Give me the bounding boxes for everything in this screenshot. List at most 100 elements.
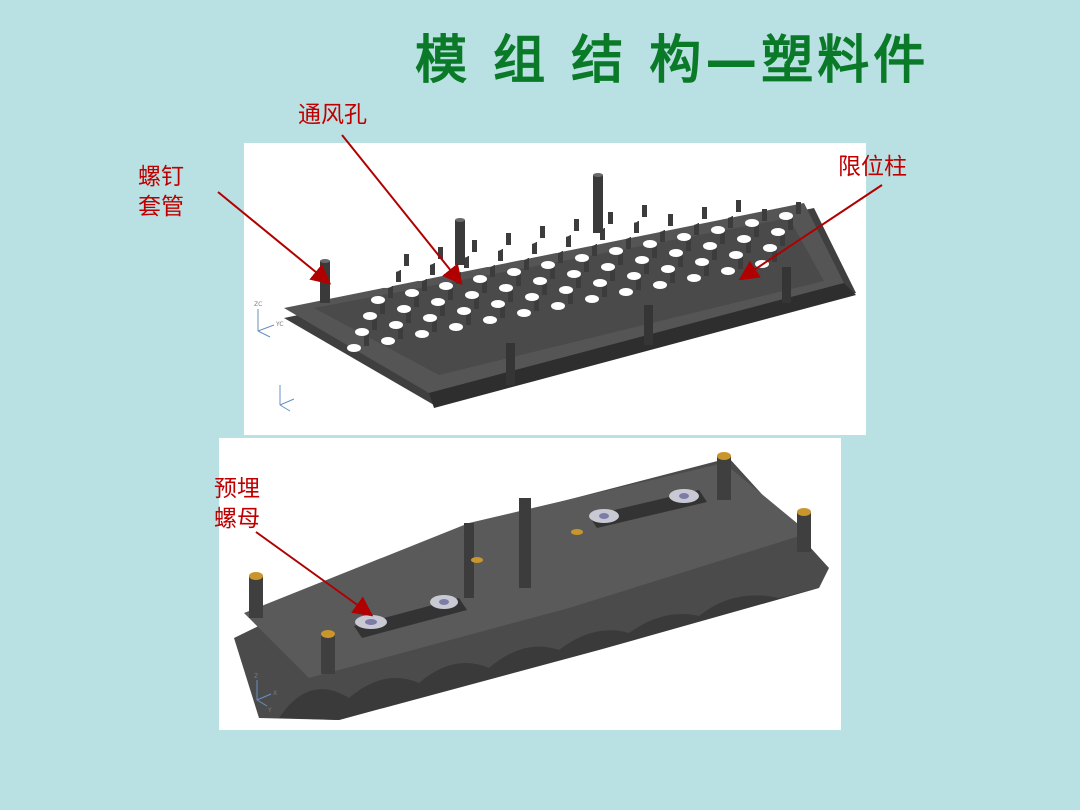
tall-post (593, 175, 603, 233)
label-screw-sleeve-line1: 螺钉 (138, 164, 184, 190)
label-screw-sleeve: 螺钉 套管 (138, 162, 184, 222)
center-post-top (455, 218, 465, 222)
page-title: 模 组 结 构—塑料件 (415, 31, 930, 91)
vent-hole (703, 242, 717, 250)
top-part-view: ZC YC (244, 143, 866, 435)
support-rib (754, 225, 759, 237)
frame-scalloped-edge (279, 588, 819, 720)
support-rib (398, 327, 403, 339)
vent-hole (669, 249, 683, 257)
support-rib (498, 249, 503, 261)
support-rib (610, 269, 615, 281)
support-rib (780, 234, 785, 246)
support-rib (474, 297, 479, 309)
plastic-frame-drawing: Z X Y (234, 452, 829, 720)
insert-mid (571, 529, 583, 535)
vent-hole (413, 273, 427, 281)
support-rib (542, 283, 547, 295)
support-rib (500, 306, 505, 318)
support-rib (550, 267, 555, 279)
vent-hole (541, 261, 555, 269)
limit-post-right (782, 267, 791, 303)
vent-hole (355, 328, 369, 336)
support-rib (702, 207, 707, 219)
support-rib (430, 263, 435, 275)
vent-hole (483, 316, 497, 324)
insert-left (249, 572, 263, 580)
vent-hole (695, 258, 709, 266)
vent-hole (549, 245, 563, 253)
vent-hole (499, 284, 513, 292)
support-rib (388, 286, 393, 298)
support-rib (678, 255, 683, 267)
support-rib (626, 237, 631, 249)
vent-hole (515, 252, 529, 260)
axis-label-yc: YC (275, 321, 284, 328)
support-rib (364, 334, 369, 346)
support-rib (642, 205, 647, 217)
support-rib (482, 281, 487, 293)
support-rib (456, 272, 461, 284)
vent-hole (737, 235, 751, 243)
screw-sleeve-post-top (320, 259, 330, 263)
label-vent-hole: 通风孔 (298, 102, 367, 128)
insert-mid-left (471, 557, 483, 563)
vent-hole (525, 293, 539, 301)
support-rib (644, 262, 649, 274)
support-rib (762, 209, 767, 221)
support-rib (772, 250, 777, 262)
support-rib (532, 242, 537, 254)
vent-hole (491, 300, 505, 308)
vent-hole (601, 263, 615, 271)
divider-center (519, 498, 531, 588)
vent-hole (651, 224, 665, 232)
label-embedded-nut-line2: 螺母 (214, 506, 260, 532)
support-rib (508, 290, 513, 302)
support-rib (472, 240, 477, 252)
vent-hole (533, 277, 547, 285)
corner-post-top (717, 456, 731, 500)
vent-hole (431, 298, 445, 306)
support-rib (404, 254, 409, 266)
vent-hole (381, 337, 395, 345)
vent-hole (481, 259, 495, 267)
corner-post-right (797, 512, 811, 552)
embedded-nut-2 (430, 595, 458, 609)
support-rib (414, 295, 419, 307)
vent-hole (439, 282, 453, 290)
vent-hole (447, 266, 461, 274)
insert-front (321, 630, 335, 638)
vent-hole (449, 323, 463, 331)
vent-hole (557, 229, 571, 237)
axis-label-x: X (273, 690, 277, 697)
vent-hole (387, 264, 401, 272)
vent-hole (371, 296, 385, 304)
insert-top (717, 452, 731, 460)
support-rib (406, 311, 411, 323)
support-rib (524, 258, 529, 270)
vent-hole (523, 236, 537, 244)
vent-hole-grid (347, 200, 801, 352)
vent-hole (643, 240, 657, 248)
vent-hole (397, 305, 411, 313)
label-embedded-nut: 预埋 螺母 (214, 474, 260, 534)
vent-hole (779, 212, 793, 220)
support-rib (432, 320, 437, 332)
vent-hole (363, 312, 377, 320)
front-post-right (644, 305, 653, 345)
axis-label-z: Z (254, 673, 258, 680)
vent-hole (755, 260, 769, 268)
tray-side (429, 283, 856, 408)
screw-sleeve-post (320, 261, 330, 303)
support-rib (440, 304, 445, 316)
vent-hole (719, 210, 733, 218)
support-rib (466, 313, 471, 325)
vent-hole (517, 309, 531, 317)
support-rib (380, 302, 385, 314)
plastic-tray-drawing: ZC YC (254, 173, 856, 412)
vent-hole (473, 275, 487, 283)
support-rib (652, 246, 657, 258)
vent-hole (685, 217, 699, 225)
vent-hole (567, 270, 581, 278)
embedded-nut-1 (355, 615, 387, 629)
